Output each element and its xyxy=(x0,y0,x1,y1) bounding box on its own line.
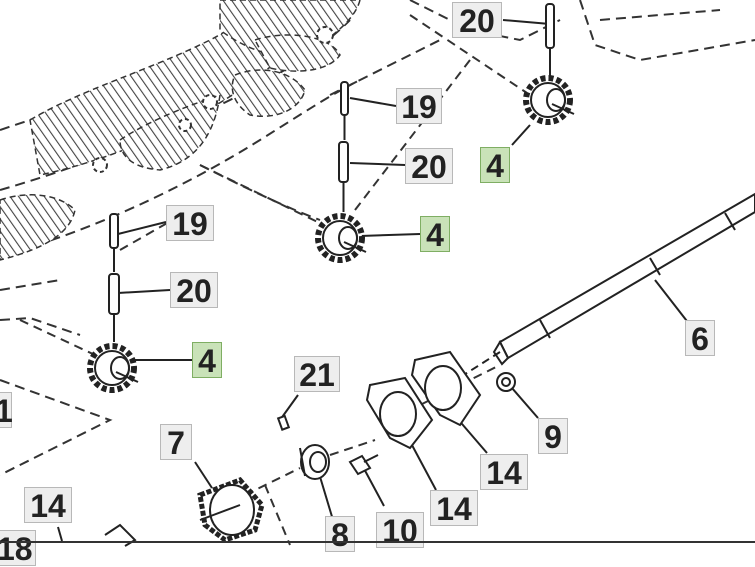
callout-21-pin[interactable]: 21 xyxy=(294,356,340,393)
bearing xyxy=(299,444,330,480)
flanges xyxy=(365,350,482,450)
callout-4-middle[interactable]: 4 xyxy=(420,216,450,253)
callout-7-bevel-gear[interactable]: 7 xyxy=(160,424,192,461)
nut xyxy=(496,372,516,392)
housing-holes xyxy=(92,26,334,173)
footer-divider xyxy=(0,541,755,543)
small-gears xyxy=(87,75,575,393)
pins xyxy=(108,3,555,342)
callout-14-bottom-left[interactable]: 14 xyxy=(24,487,72,524)
exploded-view-drawing xyxy=(0,0,755,547)
callout-20-middle[interactable]: 20 xyxy=(405,148,453,185)
callout-14-flange-left[interactable]: 14 xyxy=(430,490,478,527)
housing-hatching xyxy=(0,0,361,261)
callout-19-left[interactable]: 19 xyxy=(166,205,214,242)
callout-19-middle[interactable]: 19 xyxy=(396,88,442,125)
leader-lines xyxy=(57,19,691,542)
callout-20-left[interactable]: 20 xyxy=(170,272,218,309)
callout-6-shaft[interactable]: 6 xyxy=(685,320,715,357)
bolt xyxy=(276,414,379,476)
callout-20-top[interactable]: 20 xyxy=(452,2,502,39)
shaft xyxy=(439,192,755,391)
callout-4-top-right[interactable]: 4 xyxy=(480,147,510,184)
callout-18-edge[interactable]: 18 xyxy=(0,530,36,567)
callout-14-flange-right[interactable]: 14 xyxy=(480,454,528,491)
bevel-gear xyxy=(104,477,265,547)
callout-8-bearing[interactable]: 8 xyxy=(325,516,355,553)
callout-1-edge[interactable]: 1 xyxy=(0,392,13,429)
callout-9-nut[interactable]: 9 xyxy=(538,418,568,455)
callout-4-left[interactable]: 4 xyxy=(192,342,222,379)
